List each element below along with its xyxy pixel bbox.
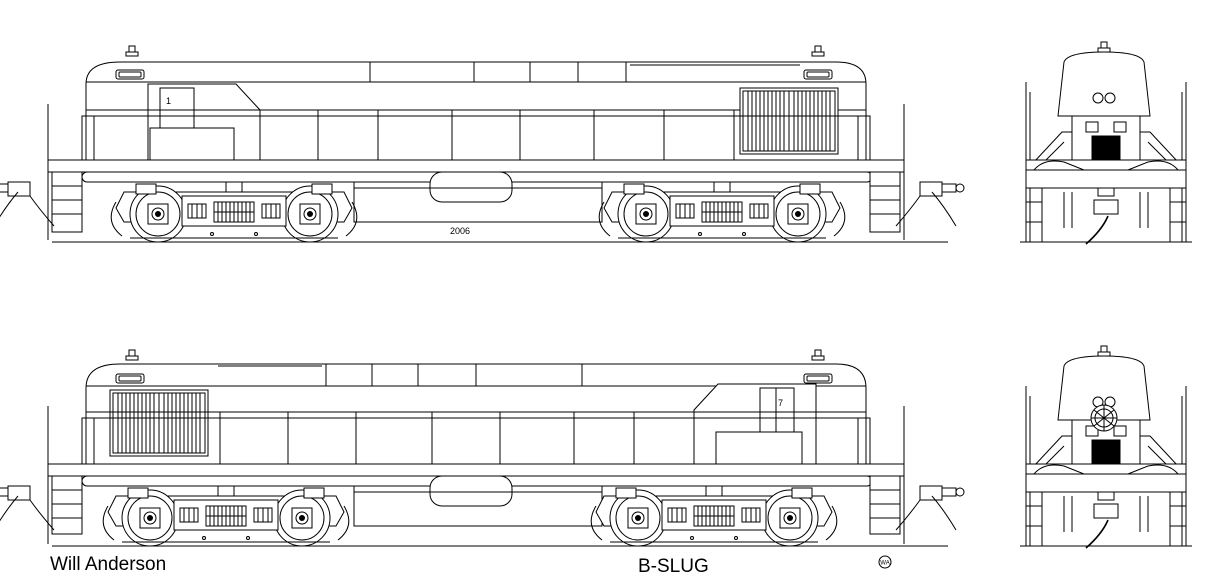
svg-text:1: 1 xyxy=(166,96,171,106)
herald-emblem-icon xyxy=(1090,404,1118,432)
svg-text:7: 7 xyxy=(778,398,783,408)
author-signature: Will Anderson xyxy=(50,554,166,575)
road-number: 2006 xyxy=(450,226,470,236)
svg-text:WA: WA xyxy=(880,561,889,567)
top-end-elevation xyxy=(1020,42,1192,244)
drawing-title: B-SLUG xyxy=(638,556,709,577)
bottom-end-elevation xyxy=(1020,346,1192,548)
monogram-icon: WA xyxy=(878,555,892,569)
bottom-side-elevation: 7 xyxy=(0,349,965,547)
top-side-elevation: 1 xyxy=(0,45,965,243)
